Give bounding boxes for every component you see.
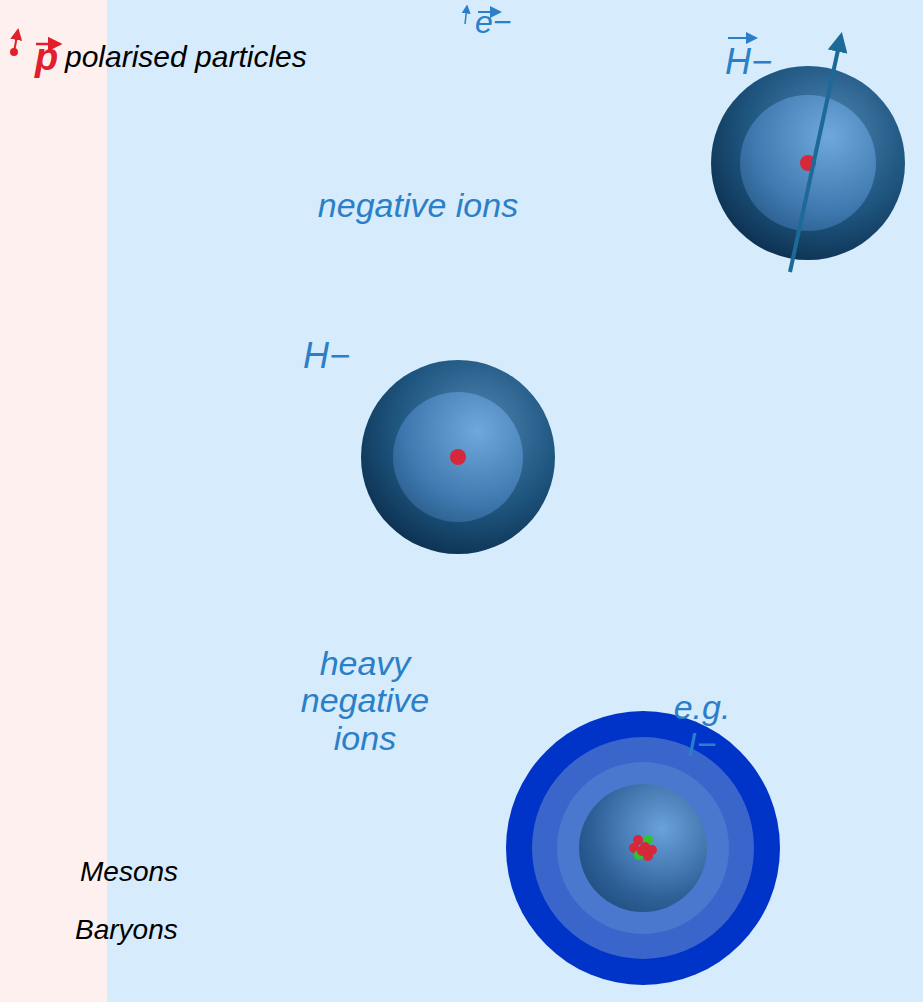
circle-shape: [711, 66, 905, 260]
electron-shell: [740, 95, 876, 231]
group-label: negative ions: [318, 188, 518, 222]
heavy-ion-circle: heavy negative ionse.g. I−: [506, 711, 780, 985]
electron-shell: [506, 711, 780, 985]
polarisation-arrow: [790, 36, 841, 272]
particle-symbol: p: [35, 38, 58, 76]
pink-band: [0, 0, 107, 1002]
ion-circle: H−: [361, 360, 555, 554]
spin-arrow: [465, 6, 467, 24]
spin-arrow: [14, 30, 18, 52]
electron-shell: [393, 392, 523, 522]
circle-shape: [506, 711, 780, 985]
electron-shell: [557, 762, 729, 934]
category-label: Mesons: [80, 858, 178, 886]
nucleus-dot: [450, 449, 466, 465]
ion-circle: H−: [711, 66, 905, 260]
electron-shell: [532, 737, 754, 959]
node-label: H−: [725, 44, 772, 80]
electron-shell: [579, 784, 707, 912]
heading-label: polarised particles: [65, 42, 307, 72]
electron-shell: [711, 66, 905, 260]
node-label: heavy negative ions: [285, 645, 445, 757]
electron-shell: [361, 360, 555, 554]
particle-symbol: e−: [475, 6, 511, 38]
node-label: e.g. I−: [666, 689, 738, 764]
circle-shape: [361, 360, 555, 554]
nucleon-dot: [637, 846, 647, 856]
vector-arrow: [728, 37, 756, 39]
category-label: Baryons: [75, 916, 178, 944]
node-label: H−: [303, 338, 350, 374]
